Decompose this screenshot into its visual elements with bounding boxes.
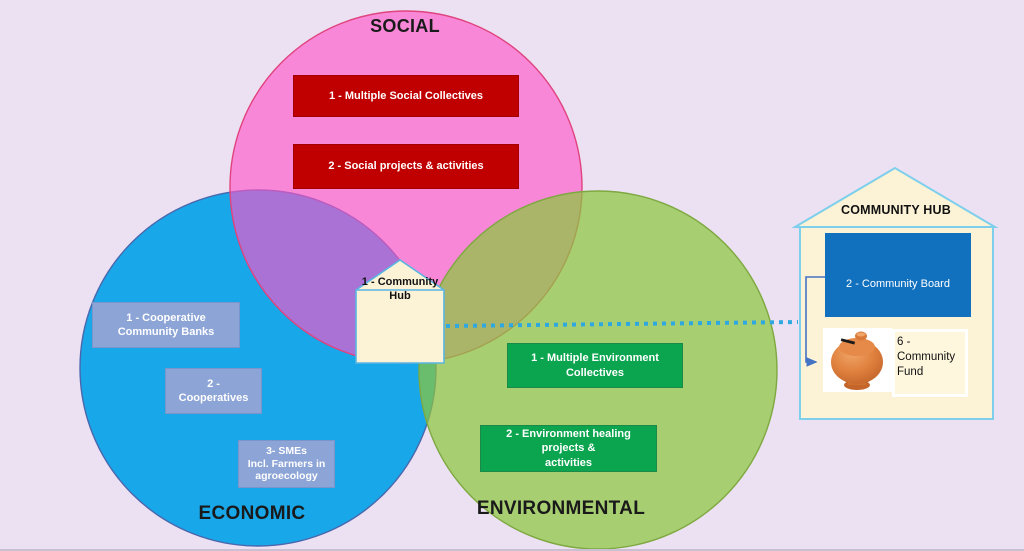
environmental-item-2-box: 2 - Environment healing projects & activ… (480, 425, 657, 472)
social-item-1-box: 1 - Multiple Social Collectives (293, 75, 519, 117)
community-fund-label: 6 - Community Fund (897, 336, 956, 378)
social-circle-label: SOCIAL (370, 16, 440, 36)
social-item-2-box: 2 - Social projects & activities (293, 144, 519, 189)
environmental-circle-label: ENVIRONMENTAL (476, 498, 646, 519)
economic-item-1-box: 1 - Cooperative Community Banks (92, 302, 240, 348)
center-house-shape (355, 259, 445, 364)
community-hub-roof (791, 166, 999, 228)
community-hub-title: COMMUNITY HUB (840, 203, 951, 217)
community-board-box: 2 - Community Board (825, 233, 971, 317)
economic-item-2-box: 2 - Cooperatives (165, 368, 262, 414)
economic-circle-label: ECONOMIC (198, 503, 306, 524)
community-fund-box (892, 329, 968, 397)
piggy-bank-icon (823, 328, 892, 392)
center-house-label: 1 - Community Hub (361, 276, 439, 302)
economic-item-3-box: 3- SMEs Incl. Farmers in agroecology (238, 440, 335, 488)
environmental-item-1-box: 1 - Multiple Environment Collectives (507, 343, 683, 388)
board-to-fund-arrow (805, 276, 825, 367)
